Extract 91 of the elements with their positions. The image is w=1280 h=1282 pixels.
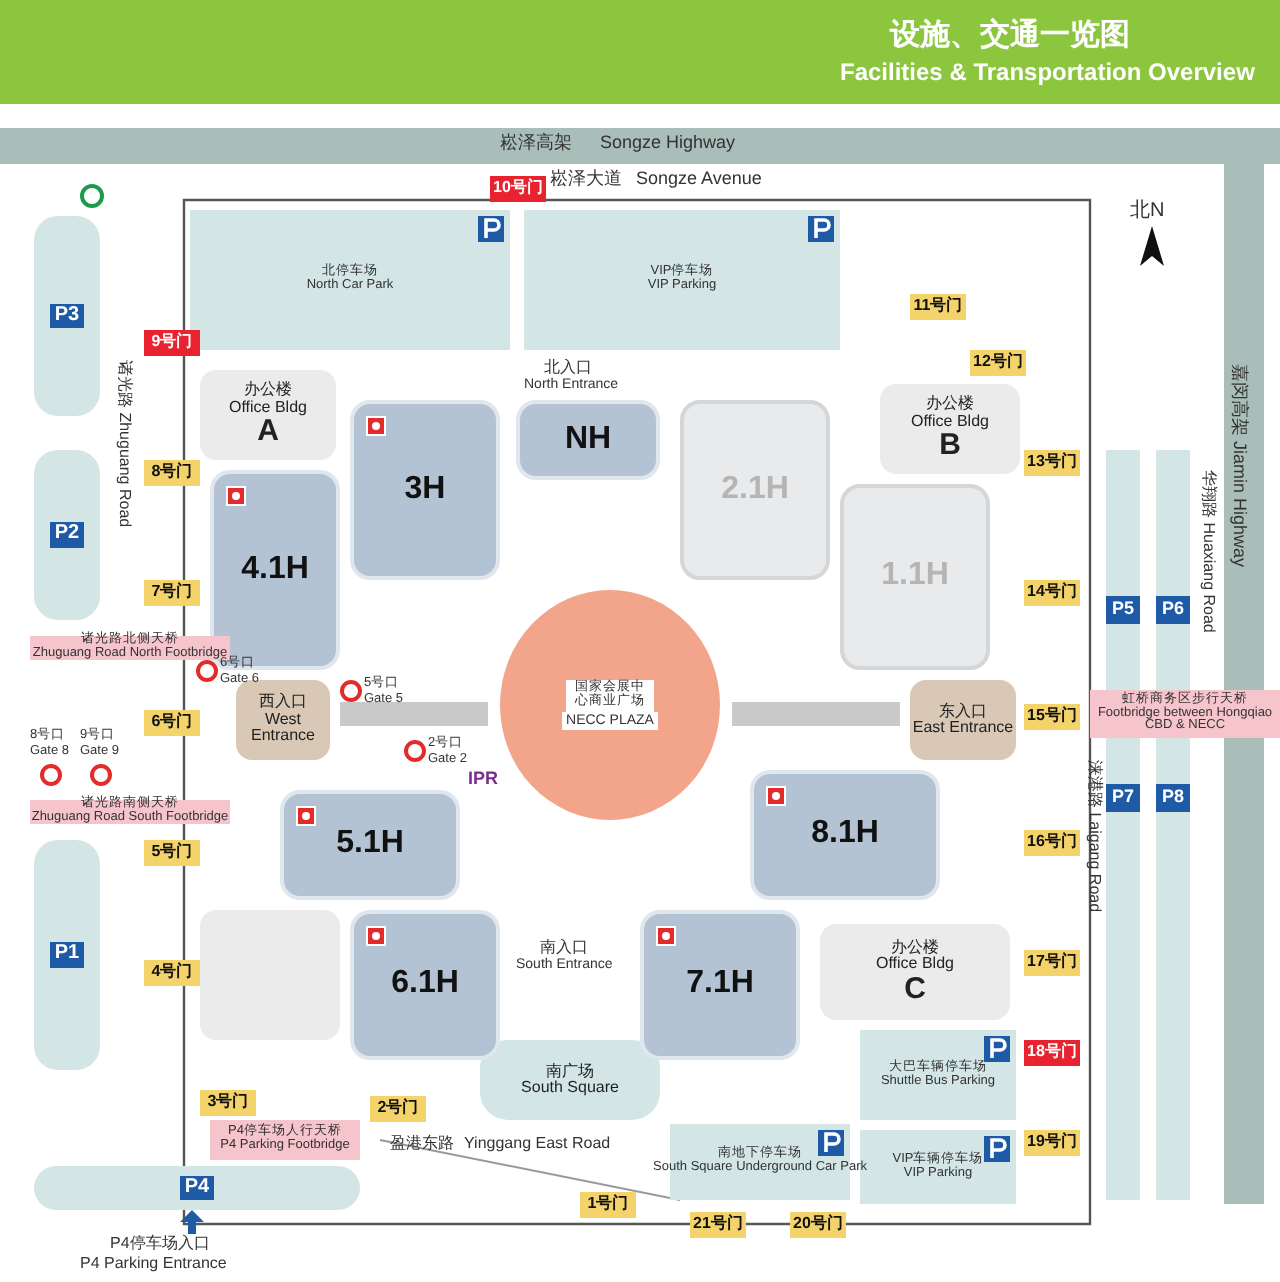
area-label: East Entrance bbox=[912, 720, 1014, 737]
entrance-area bbox=[236, 680, 330, 760]
square-area bbox=[480, 1040, 660, 1120]
title-text: 设施、交通一览图 bbox=[890, 20, 1130, 53]
gate-tag: 16号门 bbox=[1024, 830, 1080, 856]
gate-tag: 7号门 bbox=[144, 580, 200, 606]
area-label: 办公楼 bbox=[244, 382, 292, 400]
parking-label: P1 bbox=[50, 942, 84, 968]
area-label: South Square bbox=[521, 1080, 619, 1097]
parking-area bbox=[34, 1166, 360, 1210]
area-label: 西入口 bbox=[259, 694, 307, 712]
parking-area bbox=[34, 450, 100, 620]
area-label: 东入口 bbox=[939, 703, 987, 720]
parking-label: P4 bbox=[180, 1175, 214, 1201]
parking-label: P6 bbox=[1156, 596, 1190, 624]
building-letter: A bbox=[257, 416, 279, 448]
entrance-label: 南入口 bbox=[540, 940, 588, 957]
area-label: 办公楼 bbox=[926, 396, 974, 414]
entrance-area bbox=[910, 680, 1016, 760]
gate-tag: 8号门 bbox=[144, 460, 200, 486]
gate-tag: 11号门 bbox=[910, 294, 966, 320]
parking-entrance-label: P4停车场入口 bbox=[110, 1236, 210, 1254]
hall-name: 5.1H bbox=[336, 828, 404, 862]
parking-label: P5 bbox=[1106, 596, 1140, 624]
hall-name: 4.1H bbox=[241, 553, 309, 587]
exhibition-hall bbox=[350, 910, 500, 1060]
car-park-area bbox=[190, 210, 510, 350]
car-park-area bbox=[524, 210, 840, 350]
road-label: 崧泽大道 bbox=[550, 170, 622, 190]
gate-tag: 15号门 bbox=[1024, 704, 1080, 730]
office-building bbox=[200, 370, 336, 460]
hotel-building bbox=[200, 910, 340, 1040]
road-label: 嘉闵高架 Jiamin Highway bbox=[1228, 364, 1248, 568]
parking-area bbox=[34, 216, 100, 416]
area-label: Office Bldg bbox=[876, 956, 954, 974]
parking-label: P7 bbox=[1106, 784, 1140, 812]
footbridge bbox=[210, 1120, 360, 1160]
exhibition-hall bbox=[750, 770, 940, 900]
road-label: 涞港路 Laigang Road bbox=[1084, 760, 1102, 913]
hall-name: NH bbox=[564, 423, 612, 457]
gate-tag: 12号门 bbox=[970, 350, 1026, 376]
gate-tag: 13号门 bbox=[1024, 450, 1080, 476]
title-text: Facilities & Transportation Overview bbox=[840, 60, 1255, 87]
gate-tag: 19号门 bbox=[1024, 1130, 1080, 1156]
parking-entrance-label: P4 Parking Entrance bbox=[80, 1256, 227, 1274]
area-label: Office Bldg bbox=[229, 399, 307, 417]
area-label: Office Bldg bbox=[911, 413, 989, 431]
gate-tag: 10号门 bbox=[490, 176, 546, 202]
exhibition-hall bbox=[640, 910, 800, 1060]
area-label: 办公楼 bbox=[891, 939, 939, 956]
building-letter: C bbox=[904, 973, 926, 1005]
gate-tag: 5号门 bbox=[144, 840, 200, 866]
area-label: West Entrance bbox=[248, 711, 318, 746]
gate-tag: 17号门 bbox=[1024, 950, 1080, 976]
exhibition-hall bbox=[516, 400, 660, 480]
road-label: Songze Highway bbox=[600, 134, 736, 154]
gate-tag: 14号门 bbox=[1024, 580, 1080, 606]
gate-tag: 21号门 bbox=[690, 1212, 746, 1238]
hall-name: 6.1H bbox=[391, 968, 459, 1002]
road-label: 崧泽高架 bbox=[500, 134, 572, 154]
exhibition-hall bbox=[840, 484, 990, 670]
exhibition-hall bbox=[350, 400, 500, 580]
parking-label: P3 bbox=[50, 303, 84, 329]
road-label: Yinggang East Road bbox=[464, 1136, 611, 1154]
gate-tag: 3号门 bbox=[200, 1090, 256, 1116]
compass-label: 北N bbox=[1130, 200, 1165, 222]
hall-name: 3H bbox=[404, 473, 446, 507]
building-letter: B bbox=[939, 430, 961, 462]
parking-label: P8 bbox=[1156, 784, 1190, 812]
parking-area bbox=[34, 840, 100, 1070]
entrance-label: 北入口 bbox=[544, 360, 592, 377]
ipr-label: IPR bbox=[468, 770, 499, 790]
car-park-area bbox=[860, 1030, 1016, 1120]
gate-tag: 9号门 bbox=[144, 330, 200, 356]
hall-name: 8.1H bbox=[811, 818, 879, 852]
area-label: 南广场 bbox=[546, 1063, 594, 1080]
gate-tag: 20号门 bbox=[790, 1212, 846, 1238]
gate-tag: 18号门 bbox=[1024, 1040, 1080, 1066]
road-label: Songze Avenue bbox=[636, 170, 762, 190]
hall-name: 7.1H bbox=[686, 968, 754, 1002]
gate-tag: 4号门 bbox=[144, 960, 200, 986]
road-label: 盈港东路 bbox=[390, 1136, 454, 1154]
exhibition-hall bbox=[680, 400, 830, 580]
gate-tag: 1号门 bbox=[580, 1192, 636, 1218]
footbridge bbox=[1090, 690, 1280, 738]
gate-tag: 2号门 bbox=[370, 1096, 426, 1122]
road-label: 华翔路 Huaxiang Road bbox=[1198, 470, 1216, 633]
road-label: 诸光路 Zhuguang Road bbox=[114, 360, 132, 528]
exhibition-hall bbox=[280, 790, 460, 900]
gate-tag: 6号门 bbox=[144, 710, 200, 736]
parking-label: P2 bbox=[50, 522, 84, 548]
